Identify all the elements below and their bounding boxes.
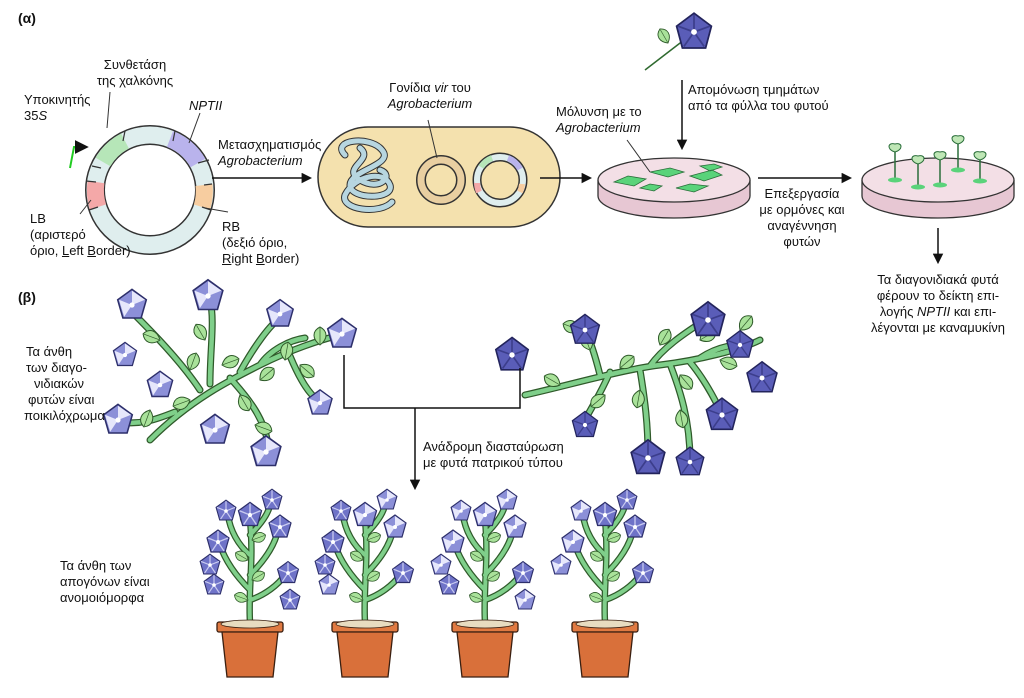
hormones-line4: φυτών (783, 234, 821, 249)
offspring-plant-3 (430, 488, 536, 678)
rb-line1: RB (222, 219, 241, 234)
lb-line3-u1: L (61, 243, 70, 258)
plasmid-diagram (69, 91, 229, 255)
offspring-plant-2 (314, 488, 415, 678)
lb-line3-a: όριο, (30, 243, 62, 258)
chalcone-line1: Συνθετάση (103, 57, 167, 72)
flower-cutting (644, 12, 713, 71)
promoter-label-line1: Υποκινητής (24, 92, 91, 107)
isolation-line2: από τα φύλλα του φυτού (688, 98, 829, 113)
rb-line3-u1: R (222, 251, 232, 266)
backcross-line2: με φυτά πατρικού τύπου (423, 455, 563, 470)
rb-line3-a: ight (231, 251, 256, 266)
transgenic-plant (102, 278, 358, 467)
result-line3-i: NPTII (916, 304, 951, 319)
vir-line1-a: Γονίδια (389, 80, 435, 95)
vir-line1-b: του (447, 80, 471, 95)
rb-line2: (δεξιό όριο, (222, 235, 288, 250)
isolation-label: Απομόνωση τμημάτων από τα φύλλα του φυτο… (688, 82, 829, 114)
lb-line3-u2: B (87, 243, 96, 258)
offspring-plant-1 (199, 488, 301, 678)
wild-type-plant (494, 300, 778, 476)
transgenic-result-label: Τα διαγονιδιακά φυτά φέρουν το δείκτη επ… (858, 272, 1018, 336)
promoter-s: S (38, 108, 48, 123)
hormones-line3: αναγέννηση (767, 218, 837, 233)
nptii-label: NPTII (189, 98, 223, 113)
vir-line2: Agrobacterium (387, 96, 473, 111)
chalcone-synthase-label: Συνθετάση της χαλκόνης (80, 57, 190, 89)
variegated-line4: φυτών είναι (28, 392, 95, 407)
offspring-plant-4 (550, 488, 655, 678)
petri-dish-infection (597, 139, 751, 219)
hormone-treatment-label: Επεξεργασία με ορμόνες και αναγέννηση φυ… (752, 186, 852, 250)
offspring-line3: ανομοιόμορφα (60, 590, 145, 605)
hormones-line2: με ορμόνες και (759, 202, 845, 217)
lb-line3-b: eft (69, 243, 88, 258)
transformation-label: Μετασχηματισμός Agrobacterium (218, 137, 321, 169)
rb-line3-b: order) (264, 251, 300, 266)
hormones-line1: Επεξεργασία (764, 186, 840, 201)
lb-line2: (αριστερό (30, 227, 86, 242)
result-line1: Τα διαγονιδιακά φυτά (877, 272, 999, 287)
agrobacterium-cell (317, 119, 561, 228)
rb-line3: Right Border) (222, 251, 299, 267)
infection-line2: Agrobacterium (556, 120, 641, 135)
vir-line1-i: vir (434, 80, 448, 95)
chalcone-line2: της χαλκόνης (96, 73, 174, 88)
offspring-label: Τα άνθη των απογόνων είναι ανομοιόμορφα (60, 558, 150, 606)
lb-line1: LB (30, 211, 46, 226)
panel-b-label: (β) (18, 289, 36, 305)
vir-line1: Γονίδια vir του (370, 80, 490, 96)
offspring-line1: Τα άνθη των (60, 558, 132, 573)
cross-connector (343, 355, 521, 409)
result-line3-b: και επι- (950, 304, 997, 319)
lb-line3-c: order) (95, 243, 131, 258)
rb-line3-u2: B (255, 251, 265, 266)
backcross-line1: Ανάδρομη διασταύρωση (423, 439, 564, 454)
transformation-line1: Μετασχηματισμός (218, 137, 322, 152)
transformation-line2: Agrobacterium (218, 153, 303, 168)
lb-line3: όριο, Left Border) (30, 243, 131, 259)
result-line2: φέρουν το δείκτη επι- (876, 288, 1000, 303)
petri-dish-regeneration (861, 135, 1015, 219)
vir-genes-label: Γονίδια vir του Agrobacterium (370, 80, 490, 112)
isolation-line1: Απομόνωση τμημάτων (688, 82, 820, 97)
infection-line1: Μόλυνση με το (556, 104, 642, 119)
backcross-label: Ανάδρομη διασταύρωση με φυτά πατρικού τύ… (423, 439, 564, 471)
variegated-line1: Τα άνθη (26, 344, 73, 359)
panel-a-label: (α) (18, 10, 36, 26)
variegated-line3: νιδιακών (34, 376, 85, 391)
result-line4: λέγονται με καναμυκίνη (871, 320, 1005, 335)
variegated-line2: των διαγο- (26, 360, 87, 375)
variegated-line5: ποικιλόχρωμα (24, 408, 105, 423)
result-line3-a: λογής (879, 304, 917, 319)
offspring-line2: απογόνων είναι (60, 574, 150, 589)
promoter-35: 35 (24, 108, 39, 123)
variegated-label: Τα άνθη των διαγο- νιδιακών φυτών είναι … (24, 344, 105, 424)
promoter-label: Υποκινητής 35S (24, 92, 90, 124)
right-border-label: RB (δεξιό όριο, Right Border) (222, 219, 299, 267)
result-line3: λογής NPTII και επι- (858, 304, 1018, 320)
infection-label: Μόλυνση με το Agrobacterium (556, 104, 642, 136)
left-border-label: LB (αριστερό όριο, Left Border) (30, 211, 131, 259)
promoter-label-line2: 35S (24, 108, 90, 124)
